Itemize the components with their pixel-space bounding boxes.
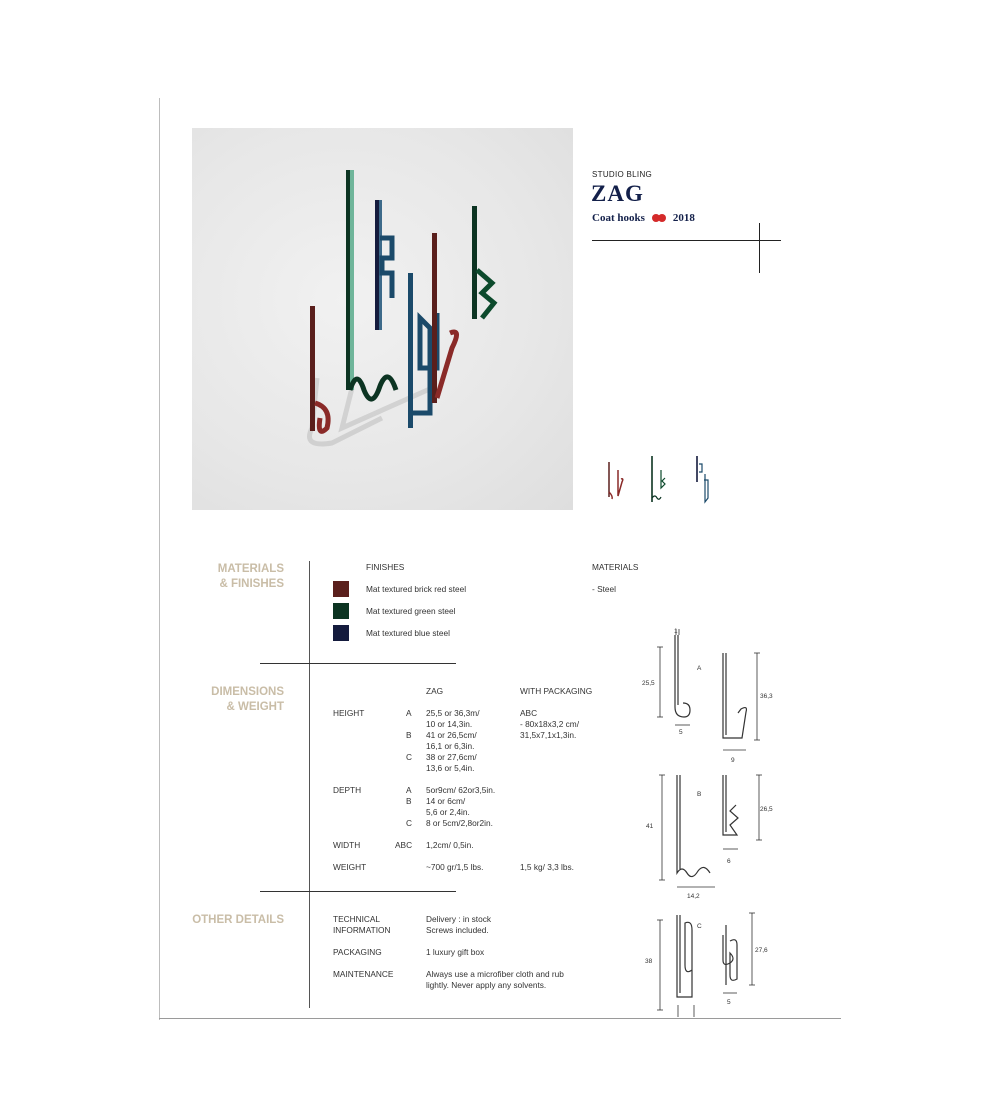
drawing-c-left-height: 38 (645, 958, 653, 965)
drawing-c-right (722, 935, 738, 981)
dim-value: 14 or 6cm/ (426, 796, 466, 806)
dim-value: 13,6 or 5,4in. (426, 763, 475, 773)
packaging-detail: 1 luxury gift box (426, 947, 485, 957)
green-hook (346, 170, 351, 390)
section-divider (260, 891, 456, 892)
thumbnail-blue-icon (696, 456, 709, 504)
packaging-value: 31,5x7,1x1,3in. (520, 730, 577, 740)
col-packaging-header: WITH PACKAGING (520, 686, 593, 696)
drawing-b-left-width: 14,2 (687, 893, 700, 900)
dim-value: 1,2cm/ 0,5in. (426, 840, 474, 850)
technical-value: Delivery : in stock (426, 914, 492, 924)
swatch-brick-red (333, 581, 349, 597)
finishes-header: FINISHES (366, 562, 405, 572)
weight-label: WEIGHT (333, 862, 367, 872)
technical-value: Screws included. (426, 925, 489, 935)
technical-label: TECHNICAL (333, 914, 381, 924)
column-rule (309, 664, 310, 892)
section-divider (260, 663, 456, 664)
finish-item: Mat textured blue steel (366, 628, 450, 638)
maintenance-value: Always use a microfiber cloth and rub (426, 969, 564, 979)
packaging-value: 1,5 kg/ 3,3 lbs. (520, 862, 574, 872)
dim-value: 5or9cm/ 62or3,5in. (426, 785, 496, 795)
drawing-a-top: 1 (674, 628, 678, 635)
drawing-c-right-height: 27,6 (755, 947, 768, 954)
drawing-a-left-width: 5 (679, 729, 683, 736)
drawing-b-letter: B (697, 791, 701, 798)
red-hook-left (310, 306, 315, 431)
dim-key: B (406, 796, 412, 806)
technical-label: INFORMATION (333, 925, 391, 935)
drawing-a-left (674, 635, 691, 718)
product-thumbnails (608, 456, 709, 504)
height-label: HEIGHT (333, 708, 365, 718)
thumbnail-red-icon (608, 462, 624, 500)
column-rule (309, 561, 310, 664)
dim-key: ABC (395, 840, 413, 850)
dim-value: 10 or 14,3in. (426, 719, 473, 729)
sheet-left-rule (159, 98, 160, 1020)
sheet-bottom-rule (159, 1018, 841, 1019)
dim-value: 41 or 26,5cm/ (426, 730, 477, 740)
product-year: 2018 (672, 212, 695, 224)
swatch-blue (333, 625, 349, 641)
drawing-b-right-width: 6 (727, 858, 731, 865)
drawing-a-right-height: 36,3 (760, 693, 773, 700)
other-details-label: OTHER DETAILS (192, 914, 284, 926)
coat-hooks-illustration (307, 170, 498, 447)
drawing-c-left (676, 915, 693, 998)
thumbnail-green-icon (651, 456, 666, 502)
dim-key: C (406, 818, 412, 828)
drawing-b-right (722, 775, 739, 836)
finish-item: Mat textured green steel (366, 606, 456, 616)
dim-value: ~700 gr/1,5 lbs. (426, 862, 484, 872)
drawing-a-left-height: 25,5 (642, 680, 655, 687)
dim-key: A (406, 785, 412, 795)
dim-key: B (406, 730, 412, 740)
packaging-label: PACKAGING (333, 947, 382, 957)
material-item: - Steel (592, 584, 616, 594)
dim-value: 25,5 or 36,3m/ (426, 708, 480, 718)
dimensions-weight-label: DIMENSIONS & WEIGHT (211, 686, 284, 713)
packaging-value: - 80x18x3,2 cm/ (520, 719, 580, 729)
dim-value: 8 or 5cm/2,8or2in. (426, 818, 493, 828)
blue-hook-small (375, 200, 380, 330)
title-rule-horizontal (592, 240, 781, 241)
drawing-b-right-height: 26,5 (760, 806, 773, 813)
drawing-c-right-width: 5 (727, 999, 731, 1006)
materials-finishes-label: MATERIALS & FINISHES (217, 563, 284, 590)
depth-label: DEPTH (333, 785, 362, 795)
drawing-c-letter: C (697, 923, 702, 930)
column-rule (309, 892, 310, 1008)
product-subtitle: Coat hooks 2018 (592, 212, 695, 224)
col-zag-header: ZAG (426, 686, 444, 696)
packaging-value: ABC (520, 708, 538, 718)
dim-value: 38 or 27,6cm/ (426, 752, 477, 762)
red-hook-tall (432, 233, 437, 403)
drawing-b-left (676, 775, 711, 878)
width-label: WIDTH (333, 840, 361, 850)
product-photo (192, 128, 573, 510)
dim-value: 5,6 or 2,4in. (426, 807, 470, 817)
dim-key: C (406, 752, 412, 762)
materials-header: MATERIALS (592, 562, 639, 572)
drawing-a-right-width: 9 (731, 757, 735, 764)
maintenance-label: MAINTENANCE (333, 969, 394, 979)
product-title: ZAG (591, 181, 644, 206)
technical-drawings: A 1 25,5 5 36,3 9 B 41 14,2 26,5 6 C 38 … (642, 628, 773, 1017)
maintenance-value: lightly. Never apply any solvents. (426, 980, 547, 990)
product-category: Coat hooks (592, 212, 645, 224)
title-rule-vertical (759, 223, 760, 273)
drawing-b-left-height: 41 (646, 823, 654, 830)
drawing-a-letter: A (697, 665, 702, 672)
color-dots-icon (651, 214, 666, 222)
brand-name: STUDIO BLING (592, 170, 653, 179)
blue-hook-large (408, 273, 413, 428)
drawing-a-right (722, 653, 748, 739)
swatch-green (333, 603, 349, 619)
dim-value: 16,1 or 6,3in. (426, 741, 475, 751)
dim-key: A (406, 708, 412, 718)
finish-item: Mat textured brick red steel (366, 584, 467, 594)
green-hook-right (472, 206, 477, 319)
